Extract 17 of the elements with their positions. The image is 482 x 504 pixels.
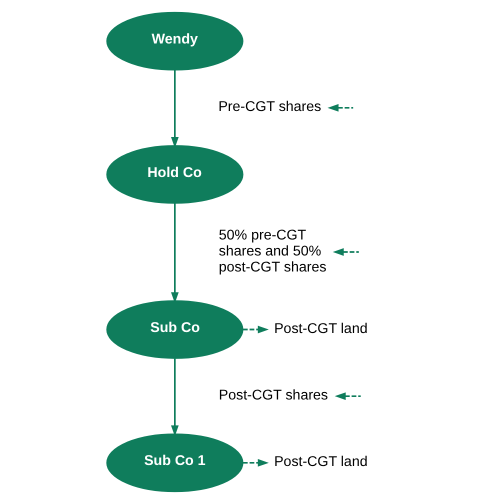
node-text: Pre-CGT shares: [218, 99, 321, 116]
arrow: [332, 248, 358, 256]
node-text: Post-CGT land: [274, 454, 368, 470]
node-ellipse: Wendy: [106, 12, 243, 70]
arrow: [170, 204, 178, 304]
node-ellipse: Sub Co: [106, 300, 243, 359]
arrow: [242, 326, 268, 334]
node-text: Post-CGT shares: [218, 387, 328, 404]
arrow: [334, 392, 360, 400]
arrow: [327, 104, 353, 112]
node-text: 50% pre-CGT shares and 50% post-CGT shares: [218, 227, 326, 276]
node-ellipse: Sub Co 1: [106, 434, 243, 492]
arrow: [170, 70, 178, 148]
arrow: [242, 458, 268, 467]
node-ellipse: Hold Co: [106, 145, 243, 204]
arrow: [170, 358, 178, 436]
node-text: Post-CGT land: [274, 320, 368, 337]
